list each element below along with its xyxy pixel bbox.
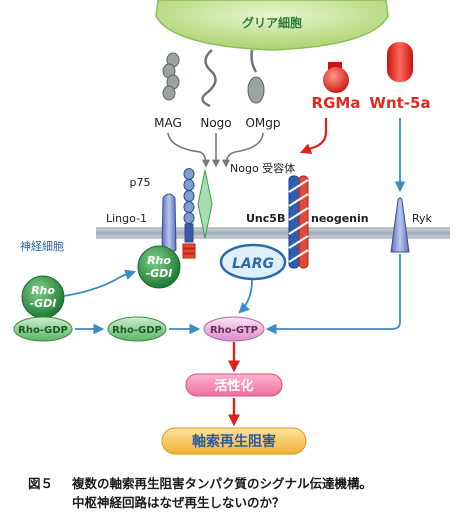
ryk-to-rhogtp-arrow [265,254,401,335]
p75-label: p75 [130,176,151,189]
omgp-protein [247,49,265,104]
inhibition-label: 軸索再生阻害 [192,433,276,450]
rho-gdp-2-label: Rho-GDP [112,325,162,336]
figure-caption: 図５ 複数の軸索再生阻害タンパク質のシグナル伝達機構。 中枢神経回路はなぜ再生しな… [28,474,453,512]
rho-gtp: Rho-GTP [203,316,265,342]
glia-cell: グリア細胞 [155,0,389,51]
neogenin-label: neogenin [311,212,369,225]
activation-label: 活性化 [214,378,253,394]
figure-number: 図５ [28,476,54,491]
mag-label: MAG [154,116,182,130]
larg-protein: LARG [219,243,287,281]
unc5b-label: Unc5B [246,212,285,225]
wnt5a-label: Wnt-5a [369,94,430,112]
neuron-label: 神経細胞 [20,239,64,253]
ryk-label: Ryk [412,212,433,225]
nogo-protein [201,49,217,108]
nogo-label: Nogo [200,116,231,130]
lingo1-label: Lingo-1 [106,212,147,225]
rho-gdi-arrow [63,269,137,297]
rho-gdi-free-label-1: Rho [31,284,55,297]
wnt5a-ligand [387,42,413,82]
ligand-converge-arrows [167,132,264,168]
caption-line-2: 中枢神経回路はなぜ再生しないのか？ [72,495,285,510]
rho-gdp-1-label: Rho-GDP [18,325,68,336]
rgma-label: RGMa [312,94,361,112]
glia-label: グリア細胞 [242,15,302,30]
nogo-receptor-label: Nogo 受容体 [230,161,295,175]
neuron-membrane [96,228,450,238]
rho-gtp-label: Rho-GTP [210,325,258,336]
inhibition-box: 軸索再生阻害 [161,427,307,455]
rho-gdi-free: Rho -GDI [21,275,65,319]
activation-box: 活性化 [185,373,283,397]
rho-gdi-bound-label-2: -GDI [146,267,173,280]
rho-gdi-free-label-2: -GDI [30,297,57,310]
signaling-diagram: グリア細胞 MAG Nogo OMgp RGMa Wnt-5a 神経細胞 [13,0,450,455]
larg-to-rhogtp-arrow [238,279,253,314]
rgma-ligand [323,62,349,93]
rho-gdi-bound-label-1: Rho [147,254,171,267]
rgma-arrow [299,118,328,154]
mag-protein [162,52,180,101]
caption-line-1: 複数の軸索再生阻害タンパク質のシグナル伝達機構。 [72,476,373,491]
ryk-receptor [390,197,410,253]
rho-gdp-2: Rho-GDP [107,316,167,342]
rho-gdi-bound: Rho -GDI [137,245,181,289]
lingo1-receptor [161,193,177,254]
p75-receptor [182,168,196,259]
rho-gdp-1: Rho-GDP [13,316,73,342]
unc5b-neogenin-receptor [288,175,309,269]
omgp-label: OMgp [245,116,280,130]
nogo-receptor [197,169,213,239]
larg-label: LARG [232,256,274,272]
